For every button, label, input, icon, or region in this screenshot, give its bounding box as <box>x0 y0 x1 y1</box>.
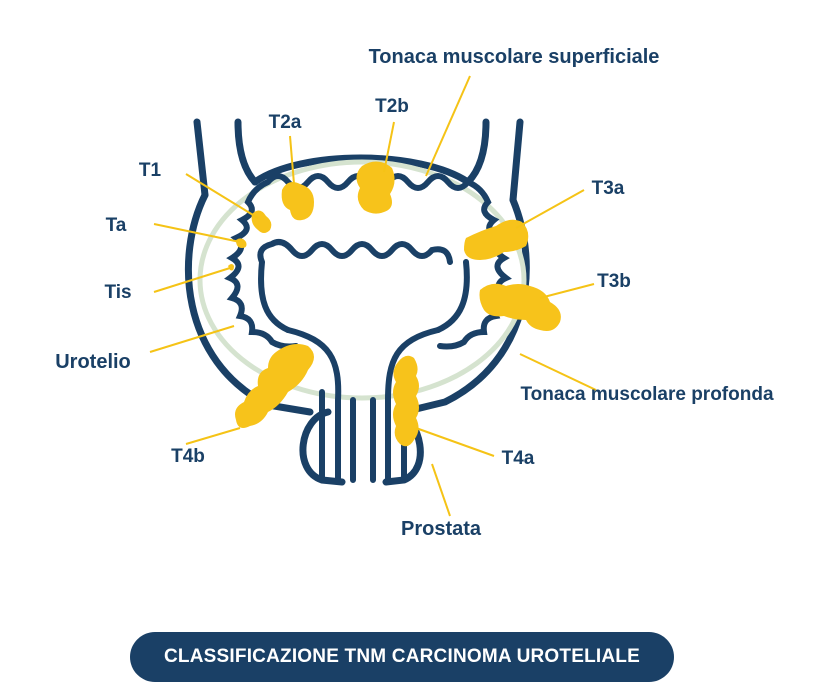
label-t3a: T3a <box>592 178 625 199</box>
tumor-t2b <box>356 161 395 214</box>
leader-t2b <box>383 121 395 173</box>
leader-t3a <box>515 189 585 229</box>
left-ureter <box>193 118 259 199</box>
leader-lines <box>149 75 597 517</box>
label-t4b: T4b <box>171 446 205 467</box>
label-tonaca-superficiale: Tonaca muscolare superficiale <box>369 46 660 68</box>
tumor-t2a <box>281 182 314 221</box>
label-t2a: T2a <box>269 112 302 133</box>
bladder-lumen <box>257 239 470 333</box>
tumor-deposits <box>228 161 561 447</box>
label-prostata: Prostata <box>401 518 482 540</box>
label-urotelio: Urotelio <box>55 351 131 373</box>
serosa-layer <box>197 159 527 401</box>
title-banner: CLASSIFICAZIONE TNM CARCINOMA UROTELIALE <box>130 632 674 682</box>
tumor-t4a <box>393 355 419 447</box>
title-text: CLASSIFICAZIONE TNM CARCINOMA UROTELIALE <box>164 646 640 667</box>
label-t1: T1 <box>139 160 162 181</box>
leader-prostata <box>431 463 451 517</box>
tumor-t4b <box>235 344 314 428</box>
tumor-t3a <box>464 219 529 260</box>
leader-tonaca-superficiale <box>425 75 471 177</box>
leader-t1 <box>185 173 259 219</box>
leader-t2a <box>289 135 295 185</box>
leader-t3b <box>539 283 595 299</box>
leader-tonaca-profonda <box>519 353 597 391</box>
label-t2b: T2b <box>375 96 409 117</box>
label-t3b: T3b <box>597 271 631 292</box>
leader-urotelio <box>149 325 235 353</box>
leader-t4a <box>415 427 495 457</box>
leader-ta <box>153 223 241 243</box>
tumor-tis <box>228 264 234 271</box>
label-tis: Tis <box>104 282 131 303</box>
leader-tis <box>153 267 231 293</box>
tumor-t3b <box>479 283 561 331</box>
tumor-t1 <box>251 210 272 233</box>
leader-t4b <box>185 427 241 445</box>
label-t4a: T4a <box>502 448 535 469</box>
right-ureter <box>464 118 524 204</box>
label-tonaca-profonda: Tonaca muscolare profonda <box>520 384 773 405</box>
tumor-ta <box>236 238 247 248</box>
label-ta: Ta <box>106 215 127 236</box>
